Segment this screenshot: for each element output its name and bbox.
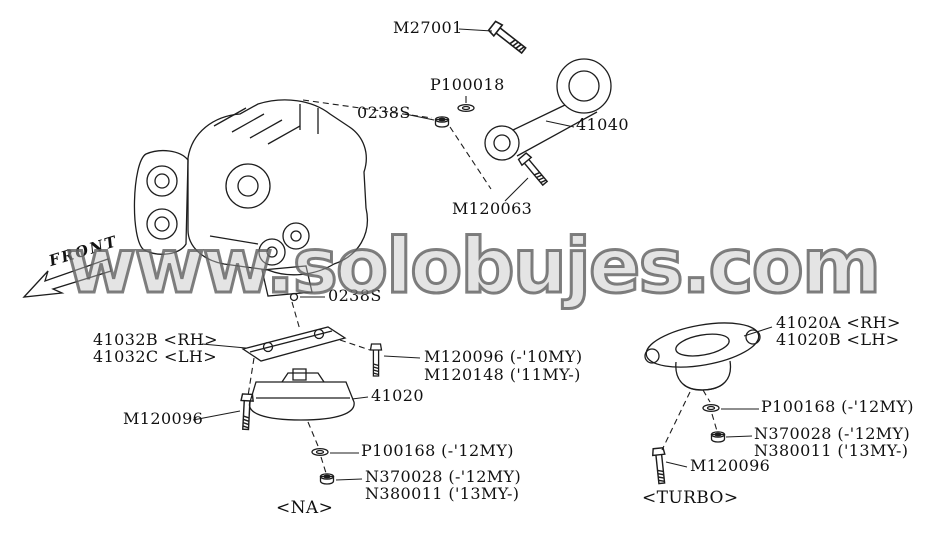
callout-p100168-turbo: P100168 (-'12MY) [761, 397, 914, 416]
callout-m120096-10my: M120096 (-'10MY) [424, 347, 583, 366]
engine-assembly [133, 99, 368, 302]
callout-n370028-na: N370028 (-'12MY) [365, 467, 522, 486]
callout-41020a-rh: 41020A <RH> [776, 313, 901, 332]
callout-41020: 41020 [371, 386, 424, 405]
callout-m120063: M120063 [452, 199, 533, 218]
bolt-m120096-bracket [369, 343, 383, 377]
callout-n370028-turbo: N370028 (-'12MY) [754, 424, 911, 443]
mount-41020ab [644, 322, 761, 391]
nut-0238s [434, 116, 450, 128]
mount-41020 [248, 368, 355, 421]
callout-p100168-na: P100168 (-'12MY) [361, 441, 514, 460]
callout-n380011-na: N380011 ('13MY-) [365, 484, 520, 503]
callout-p100018: P100018 [430, 75, 505, 94]
bracket-41032 [241, 326, 347, 362]
washer-p100018 [457, 103, 475, 113]
callout-41020b-lh: 41020B <LH> [776, 330, 900, 349]
callout-n380011-turbo: N380011 ('13MY-) [754, 441, 909, 460]
callout-m27001: M27001 [393, 18, 463, 37]
callout-0238s-lower: 0238S [328, 286, 382, 305]
front-arrow [22, 258, 112, 298]
pitching-stopper-rod [484, 58, 612, 161]
callout-m120148-11my: M120148 ('11MY-) [424, 365, 581, 384]
callout-m120096-turbo: M120096 [690, 456, 771, 475]
callout-41032c-lh: 41032C <LH> [93, 347, 218, 366]
caption-na: <NA> [276, 498, 334, 518]
washer-p100168-turbo [702, 403, 720, 413]
assembly-dashed-lines [247, 99, 718, 474]
caption-turbo: <TURBO> [642, 488, 739, 508]
nut-n370028-turbo [710, 431, 726, 443]
callout-41032b-rh: 41032B <RH> [93, 330, 218, 349]
leader-lines [192, 28, 773, 481]
callout-41040: 41040 [576, 115, 629, 134]
bolt-m27001 [487, 19, 529, 57]
callout-m120096-na: M120096 [123, 409, 204, 428]
nut-n370028-na [319, 473, 335, 485]
bolt-m120063 [516, 151, 551, 188]
bolt-m120096-turbo [651, 446, 669, 485]
washer-p100168-na [311, 447, 329, 457]
callout-0238s-upper: 0238S [357, 103, 411, 122]
